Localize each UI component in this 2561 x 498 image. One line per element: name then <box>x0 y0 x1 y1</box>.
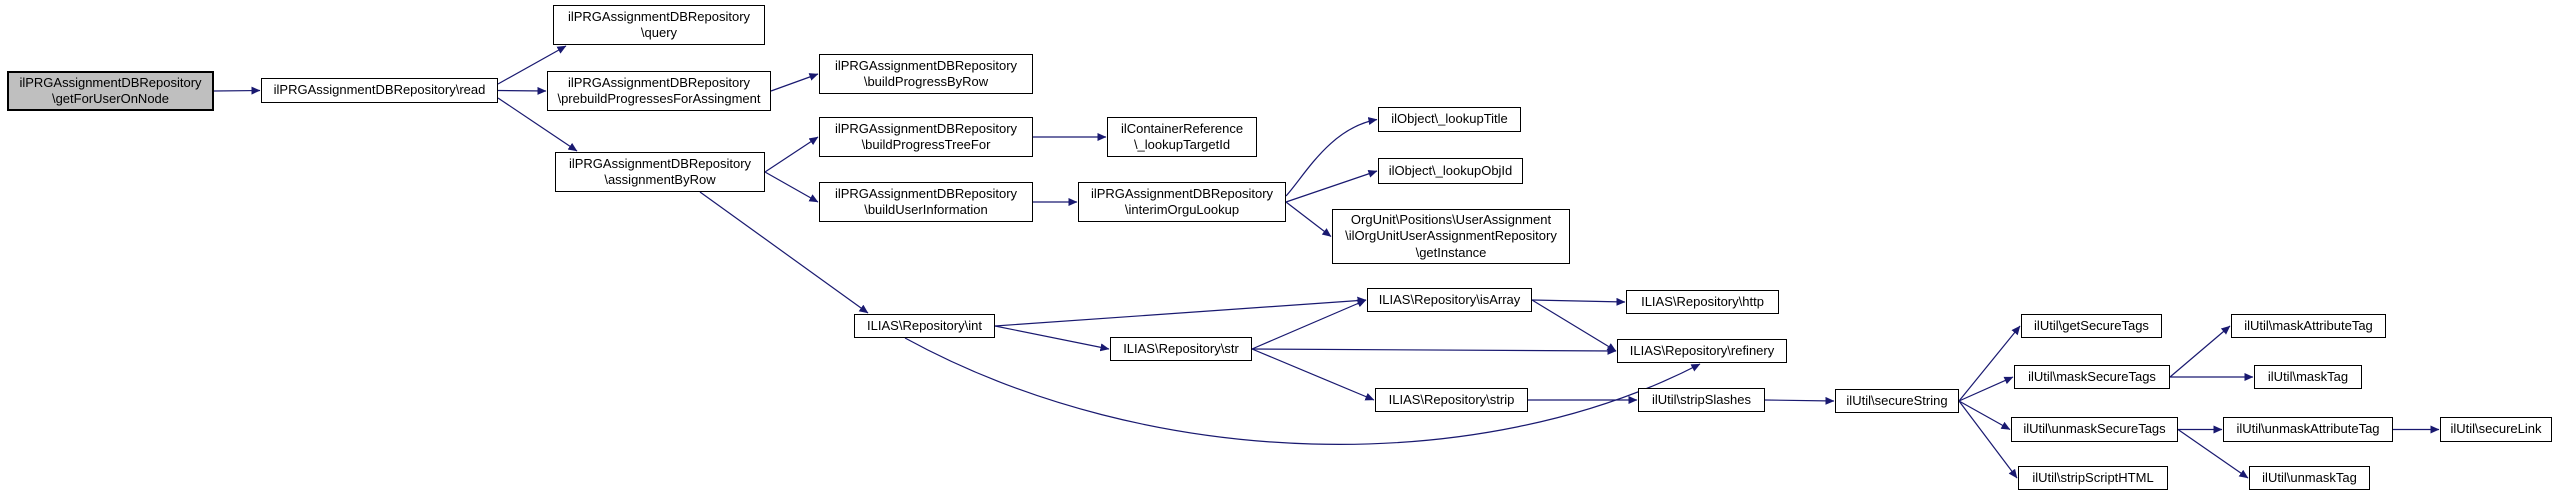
node-getSecureTags[interactable]: ilUtil\getSecureTags <box>2021 314 2162 338</box>
node-stripSlashes[interactable]: ilUtil\stripSlashes <box>1638 388 1765 412</box>
node-label: ILIAS\Repository\isArray <box>1378 291 1521 307</box>
node-unmaskAttributeTag[interactable]: ilUtil\unmaskAttributeTag <box>2223 417 2393 442</box>
node-maskSecureTags[interactable]: ilUtil\maskSecureTags <box>2014 365 2170 389</box>
node-label: ILIAS\Repository\http <box>1641 293 1764 309</box>
node-maskAttributeTag[interactable]: ilUtil\maskAttributeTag <box>2231 314 2386 338</box>
node-lookupTitle[interactable]: ilObject\_lookupTitle <box>1378 107 1521 132</box>
node-maskTag[interactable]: ilUtil\maskTag <box>2254 365 2362 389</box>
edge-str-to-refinery <box>1251 346 1617 355</box>
node-label: ilUtil\secureString <box>1846 392 1948 408</box>
node-assignmentByRow[interactable]: ilPRGAssignmentDBRepository \assignmentB… <box>555 152 765 192</box>
node-int[interactable]: ILIAS\Repository\int <box>854 314 995 338</box>
edge-stripSlashes-to-secureString <box>1764 396 1835 405</box>
edge-read-to-prebuildProgressesForAssingment <box>497 86 547 95</box>
node-label: ILIAS\Repository\strip <box>1388 391 1515 407</box>
node-isArray[interactable]: ILIAS\Repository\isArray <box>1367 288 1532 312</box>
edge-unmaskSecureTags-to-unmaskTag <box>2177 429 2249 479</box>
node-label: OrgUnit\Positions\UserAssignment \ilOrgU… <box>1345 211 1557 260</box>
edge-int-to-str <box>994 325 1110 352</box>
edge-interimOrguLookup-to-getInstance <box>1285 201 1332 237</box>
edge-isArray-to-refinery <box>1531 299 1617 352</box>
node-label: ILIAS\Repository\str <box>1123 340 1239 356</box>
node-getForUserOnNode: ilPRGAssignmentDBRepository \getForUserO… <box>7 71 214 111</box>
node-label: ilUtil\maskAttributeTag <box>2244 317 2373 333</box>
node-unmaskSecureTags[interactable]: ilUtil\unmaskSecureTags <box>2011 417 2178 442</box>
edge-prebuildProgressesForAssingment-to-buildProgressByRow <box>770 73 819 92</box>
node-http[interactable]: ILIAS\Repository\http <box>1626 290 1779 314</box>
node-label: ilUtil\unmaskTag <box>2262 469 2357 485</box>
node-getInstance[interactable]: OrgUnit\Positions\UserAssignment \ilOrgU… <box>1332 209 1570 264</box>
node-str[interactable]: ILIAS\Repository\str <box>1110 337 1252 361</box>
edge-read-to-query <box>497 45 567 85</box>
node-label: ilPRGAssignmentDBRepository\read <box>273 82 486 98</box>
node-label: ilObject\_lookupObjId <box>1388 162 1513 178</box>
edge-getForUserOnNode-to-read <box>213 86 261 95</box>
node-label: ilUtil\secureLink <box>2450 421 2542 437</box>
node-label: ILIAS\Repository\int <box>867 317 982 333</box>
node-label: ilPRGAssignmentDBRepository \buildProgre… <box>834 57 1018 90</box>
edge-secureString-to-stripScriptHTML <box>1958 400 2018 479</box>
node-lookupTargetId[interactable]: ilContainerReference \_lookupTargetId <box>1107 117 1257 157</box>
edge-int-to-isArray <box>994 296 1367 327</box>
node-buildProgressTreeFor[interactable]: ilPRGAssignmentDBRepository \buildProgre… <box>819 117 1033 157</box>
node-label: ilObject\_lookupTitle <box>1391 111 1508 127</box>
node-label: ilPRGAssignmentDBRepository \buildProgre… <box>834 120 1018 153</box>
edge-interimOrguLookup-to-lookupObjId <box>1285 169 1378 203</box>
edge-read-to-assignmentByRow <box>497 97 578 152</box>
node-label: ilUtil\getSecureTags <box>2034 317 2149 333</box>
node-stripScriptHTML[interactable]: ilUtil\stripScriptHTML <box>2018 466 2168 490</box>
node-label: ilPRGAssignmentDBRepository \getForUserO… <box>19 74 202 107</box>
node-label: ilPRGAssignmentDBRepository \prebuildPro… <box>557 74 761 107</box>
node-buildUserInformation[interactable]: ilPRGAssignmentDBRepository \buildUserIn… <box>819 182 1033 222</box>
node-label: ilContainerReference \_lookupTargetId <box>1120 120 1244 153</box>
node-secureString[interactable]: ilUtil\secureString <box>1835 389 1959 413</box>
node-label: ilPRGAssignmentDBRepository \query <box>567 8 751 41</box>
edge-str-to-isArray <box>1251 299 1367 350</box>
node-label: ilUtil\unmaskSecureTags <box>2023 421 2166 437</box>
edge-maskSecureTags-to-maskAttributeTag <box>2169 325 2231 378</box>
node-secureLink[interactable]: ilUtil\secureLink <box>2440 417 2552 442</box>
edge-secureString-to-maskSecureTags <box>1958 376 2014 402</box>
node-prebuildProgressesForAssingment[interactable]: ilPRGAssignmentDBRepository \prebuildPro… <box>547 71 771 111</box>
edge-secureString-to-getSecureTags <box>1958 325 2021 402</box>
node-label: ilPRGAssignmentDBRepository \assignmentB… <box>568 155 752 188</box>
edge-isArray-to-http <box>1531 297 1626 306</box>
node-unmaskTag[interactable]: ilUtil\unmaskTag <box>2249 466 2370 490</box>
node-interimOrguLookup[interactable]: ilPRGAssignmentDBRepository \interimOrgu… <box>1078 182 1286 222</box>
edge-interimOrguLookup-to-lookupTitle <box>1285 117 1378 197</box>
node-label: ilUtil\stripScriptHTML <box>2032 469 2154 485</box>
edge-assignmentByRow-to-buildProgressTreeFor <box>764 136 819 173</box>
node-query[interactable]: ilPRGAssignmentDBRepository \query <box>553 5 765 45</box>
node-label: ilUtil\stripSlashes <box>1652 391 1751 407</box>
edge-assignmentByRow-to-buildUserInformation <box>764 171 819 203</box>
node-strip[interactable]: ILIAS\Repository\strip <box>1375 388 1528 412</box>
edge-assignmentByRow-to-int <box>699 191 869 314</box>
edge-secureString-to-unmaskSecureTags <box>1958 400 2011 431</box>
node-label: ilUtil\maskTag <box>2267 368 2349 384</box>
edge-int-to-refinery <box>904 337 1701 445</box>
node-label: ILIAS\Repository\refinery <box>1629 342 1775 358</box>
node-label: ilPRGAssignmentDBRepository \buildUserIn… <box>834 185 1018 218</box>
node-buildProgressByRow[interactable]: ilPRGAssignmentDBRepository \buildProgre… <box>819 54 1033 94</box>
edge-str-to-strip <box>1251 348 1375 401</box>
node-label: ilUtil\unmaskAttributeTag <box>2236 421 2380 437</box>
node-read[interactable]: ilPRGAssignmentDBRepository\read <box>261 78 498 103</box>
node-refinery[interactable]: ILIAS\Repository\refinery <box>1617 339 1787 363</box>
node-label: ilPRGAssignmentDBRepository \interimOrgu… <box>1090 185 1274 218</box>
node-lookupObjId[interactable]: ilObject\_lookupObjId <box>1378 158 1523 184</box>
node-label: ilUtil\maskSecureTags <box>2028 368 2156 384</box>
